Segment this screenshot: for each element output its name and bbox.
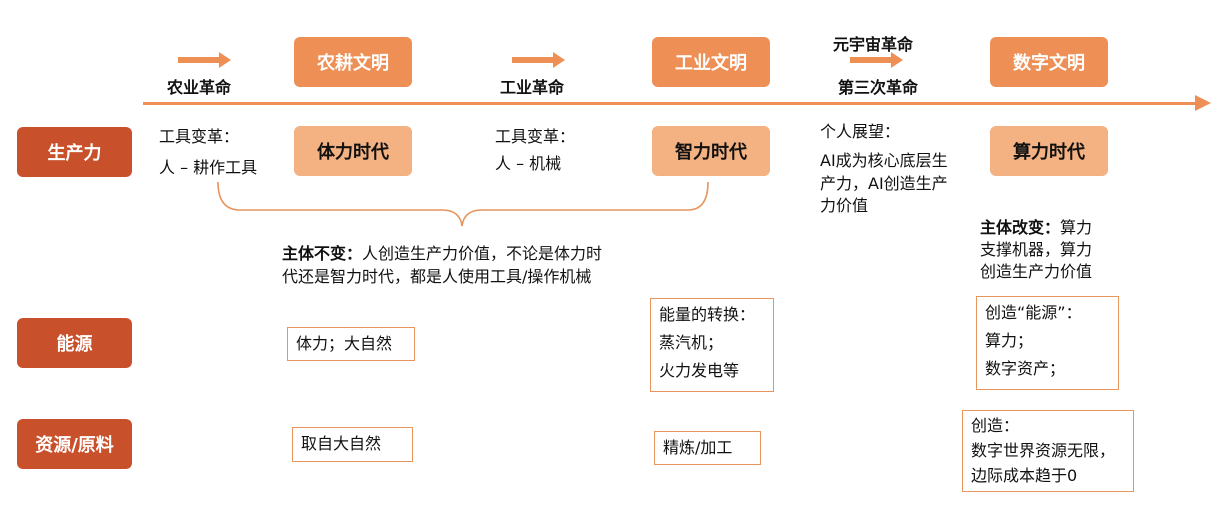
resources-digital-line-2: 数字世界资源无限， xyxy=(971,441,1116,460)
resources-digital-line-1: 创造： xyxy=(971,416,1020,435)
agri-revolution-arrow-icon xyxy=(178,57,220,63)
resources-ind-box: 精炼/加工 xyxy=(654,431,761,465)
ind-revolution-arrow-icon xyxy=(512,57,554,63)
energy-ind-box: 能量的转换： 蒸汽机； 火力发电等 xyxy=(650,298,774,392)
energy-digital-line-2: 算力； xyxy=(985,331,1034,350)
energy-digital-box: 创造“能源”： 算力； 数字资产； xyxy=(976,296,1119,390)
era-agricultural: 农耕文明 xyxy=(294,37,412,87)
subject-change-text-1: 算力 xyxy=(1060,218,1093,237)
ind-productivity-heading: 工具变革： xyxy=(495,127,576,146)
energy-agri-box: 体力；大自然 xyxy=(287,327,415,361)
energy-digital-line-1: 创造“能源”： xyxy=(985,303,1082,322)
row-label-resources: 资源/原料 xyxy=(17,419,132,469)
timeline-arrowhead-icon xyxy=(1195,95,1211,111)
digital-outlook-line-3: 力价值 xyxy=(820,196,869,215)
summary-text-1: 人创造生产力价值，不论是体力时 xyxy=(362,244,603,263)
subject-change-bold: 主体改变： xyxy=(980,218,1061,237)
timeline-axis xyxy=(143,102,1203,105)
era-industrial: 工业文明 xyxy=(652,37,770,87)
energy-ind-line-1: 能量的转换： xyxy=(659,305,756,324)
energy-ind-line-3: 火力发电等 xyxy=(659,361,740,380)
third-revolution-label: 第三次革命 xyxy=(838,78,919,97)
resources-digital-box: 创造： 数字世界资源无限， 边际成本趋于0 xyxy=(962,410,1134,492)
energy-digital-line-3: 数字资产； xyxy=(985,359,1066,378)
ind-productivity-detail: 人 – 机械 xyxy=(495,154,562,173)
metaverse-revolution-label: 元宇宙革命 xyxy=(833,35,914,54)
summary-line-1: 主体不变：人创造生产力价值，不论是体力时 xyxy=(282,240,602,267)
resources-agri-box: 取自大自然 xyxy=(292,427,413,462)
ind-revolution-arrowhead-icon xyxy=(553,52,565,68)
subject-change-line-2: 支撑机器，算力 xyxy=(980,240,1093,259)
summary-bold: 主体不变： xyxy=(282,244,363,263)
digital-outlook-line-1: AI成为核心底层生 xyxy=(820,151,948,170)
third-revolution-arrowhead-icon xyxy=(891,52,903,68)
digital-outlook-heading: 个人展望： xyxy=(820,122,901,141)
row-label-energy: 能源 xyxy=(17,318,132,368)
summary-brace-icon xyxy=(217,181,709,227)
time-compute-era: 算力时代 xyxy=(990,126,1108,176)
agri-productivity-heading: 工具变革： xyxy=(159,127,240,146)
ind-revolution-label: 工业革命 xyxy=(500,78,565,97)
agri-productivity-detail: 人 – 耕作工具 xyxy=(159,158,258,177)
energy-ind-line-2: 蒸汽机； xyxy=(659,333,724,352)
subject-change-line-3: 创造生产力价值 xyxy=(980,262,1093,281)
agri-revolution-arrowhead-icon xyxy=(219,52,231,68)
time-intellect-era: 智力时代 xyxy=(652,126,770,176)
resources-digital-line-3: 边际成本趋于0 xyxy=(971,466,1078,485)
row-label-productivity: 生产力 xyxy=(17,127,132,177)
third-revolution-arrow-icon xyxy=(850,57,892,63)
digital-outlook-line-2: 产力，AI创造生产 xyxy=(820,174,948,193)
agri-revolution-label: 农业革命 xyxy=(167,78,232,97)
time-physical-era: 体力时代 xyxy=(294,126,412,176)
subject-change-line-1: 主体改变：算力 xyxy=(980,214,1092,241)
era-digital: 数字文明 xyxy=(990,37,1108,87)
summary-line-2: 代还是智力时代，都是人使用工具/操作机械 xyxy=(282,267,592,286)
